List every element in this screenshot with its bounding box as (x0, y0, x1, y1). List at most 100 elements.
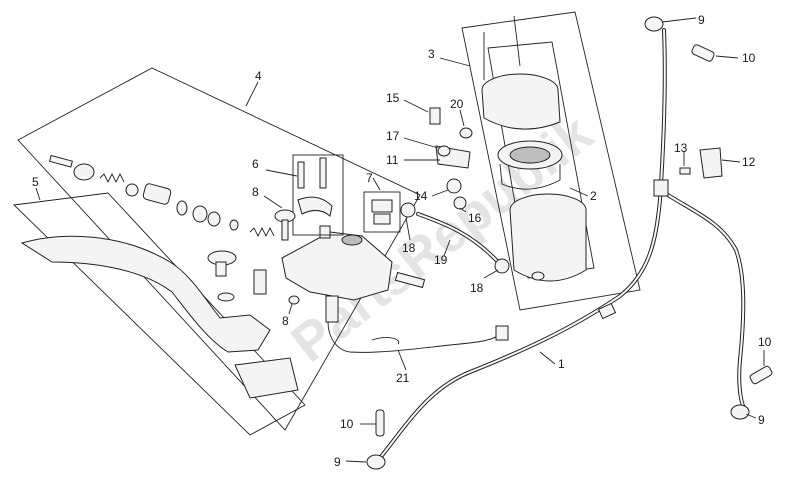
bolt-20 (459, 127, 473, 139)
clamp (297, 196, 333, 217)
brake-hose-branch-inner (659, 189, 745, 409)
leader-15 (403, 99, 429, 113)
leader-17 (403, 137, 439, 149)
callout-15: 15 (386, 91, 400, 105)
reservoir-cap-body (481, 89, 561, 130)
banjo-bolt-upper (691, 44, 715, 62)
pivot-washer (217, 292, 235, 302)
circlip (229, 219, 239, 231)
washer-1 (192, 205, 208, 223)
switch-body (371, 199, 393, 213)
callout-21: 21 (396, 371, 410, 385)
clamp-screw-2 (319, 157, 327, 189)
washer-2 (207, 211, 221, 227)
cap-screw-2 (513, 15, 521, 67)
banjo-lower-right (730, 404, 750, 420)
lever-pivot-pin (215, 261, 227, 277)
brake-lever (20, 235, 271, 353)
brake-hose-branch (658, 188, 746, 410)
banjo-bolt-lower-left (375, 409, 385, 437)
leader-2 (569, 187, 589, 197)
cylinder-port (341, 234, 363, 246)
seal-ring (125, 183, 139, 197)
stop-switch (394, 271, 426, 289)
leader-12 (721, 159, 741, 163)
leader-9a (661, 17, 697, 23)
callout-20: 20 (450, 97, 464, 111)
grommet-16 (453, 196, 467, 210)
wire-loop (371, 337, 400, 345)
screw-8-lower (288, 295, 300, 305)
group-outline-5 (13, 192, 306, 436)
callout-18b: 18 (470, 281, 484, 295)
diaphragm-center (509, 146, 551, 164)
callout-4: 4 (255, 69, 262, 83)
lever-bushing (253, 269, 267, 295)
callout-17: 17 (386, 129, 400, 143)
leader-18b (483, 269, 499, 279)
switch-cap (373, 213, 391, 225)
hose-clip-upper (400, 202, 416, 218)
callout-10b: 10 (758, 335, 772, 349)
group-outline-reservoir (461, 11, 641, 311)
leader-21 (397, 349, 407, 371)
callout-14: 14 (414, 189, 428, 203)
callout-8b: 8 (282, 314, 289, 328)
callout-10c: 10 (340, 417, 354, 431)
leader-20 (459, 109, 465, 127)
callout-16: 16 (468, 211, 482, 225)
group-outline-4 (17, 67, 421, 431)
leader-18a (405, 217, 411, 241)
push-rod (48, 154, 73, 168)
callout-7: 7 (366, 171, 373, 185)
cylinder-boss (319, 225, 331, 239)
leader-7 (372, 177, 381, 191)
leader-9c (345, 460, 367, 463)
callout-2: 2 (590, 189, 597, 203)
rubber-boot (73, 163, 95, 181)
leader-6 (265, 169, 298, 177)
switch-wire (327, 299, 501, 353)
callout-9a: 9 (698, 13, 705, 27)
hose-guide-12 (699, 147, 723, 179)
screw-13 (679, 167, 691, 175)
leader-8a (263, 195, 283, 209)
hose-junction (653, 179, 669, 197)
leader-8b (288, 303, 293, 315)
leader-5 (35, 187, 41, 201)
callout-6: 6 (252, 157, 259, 171)
bolt-15 (429, 107, 441, 125)
grommet-14 (446, 178, 462, 194)
callout-11: 11 (386, 153, 399, 167)
switch-box (363, 191, 401, 233)
reservoir-outlet (531, 271, 545, 281)
piston-seal (176, 200, 188, 216)
leader-10a (715, 55, 739, 59)
callout-9c: 9 (334, 455, 341, 469)
leader-1 (539, 351, 556, 365)
hose-clip-lower (494, 258, 510, 274)
banjo-bolt-lower-right (749, 365, 773, 385)
leader-9b (745, 413, 757, 419)
group-outline-reservoir-inner (487, 41, 595, 279)
leader-19 (443, 239, 451, 257)
diaphragm-skirt (499, 163, 561, 190)
leader-16 (459, 207, 467, 213)
spring-2 (249, 226, 275, 238)
leader-14 (431, 189, 449, 197)
reservoir-hose-inner (417, 213, 499, 263)
callout-12: 12 (742, 155, 756, 169)
leader-4 (245, 81, 259, 107)
banjo-upper (644, 16, 664, 32)
master-cylinder-body (281, 231, 393, 301)
reservoir-body (509, 209, 587, 282)
callout-9b: 9 (758, 413, 765, 427)
lever-bracket (234, 357, 299, 399)
callout-10a: 10 (742, 51, 756, 65)
callout-5: 5 (32, 175, 39, 189)
clamp-screw-1 (297, 161, 305, 189)
clamp-box (292, 154, 344, 236)
spring-1 (99, 172, 125, 184)
